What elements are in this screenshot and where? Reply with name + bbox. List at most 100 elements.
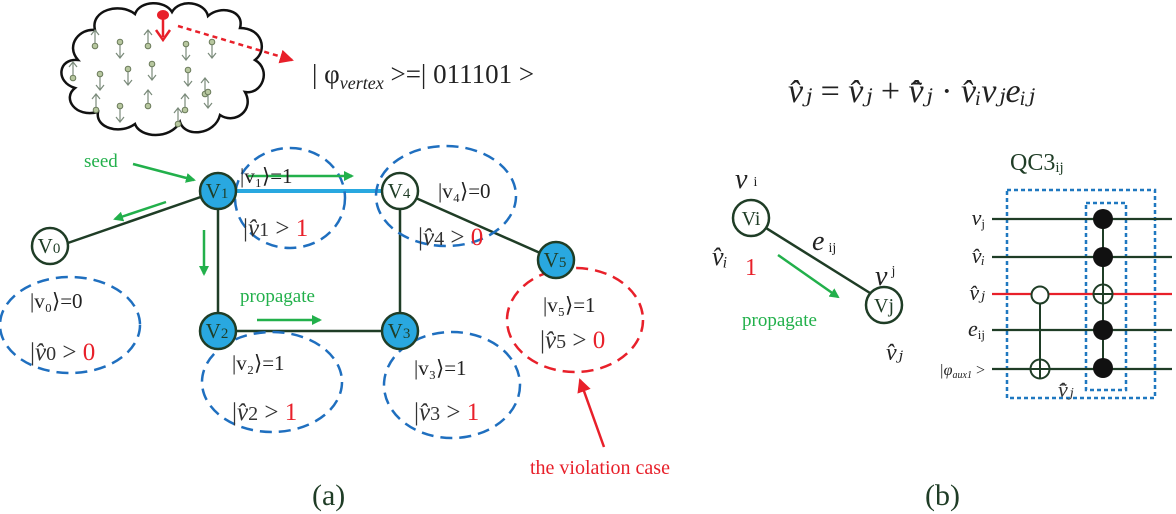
panel-b: v̂ⱼ = v̂ⱼ + v̂̄ⱼ · v̂ᵢvⱼeᵢⱼ propagate Vi…: [712, 73, 1172, 512]
edge-v4-v5: [399, 189, 557, 262]
state-ellipse-v0: [0, 275, 142, 375]
edge-vi-vj: [749, 216, 887, 305]
spin-up-icon: [91, 93, 101, 114]
wire-label: v̂ᵢ: [972, 243, 985, 268]
propagate-label: propagate: [240, 286, 315, 307]
spin-down-icon: [183, 66, 193, 87]
wire-label: vj: [972, 205, 985, 231]
ket-value: |v₁⟩=1: [240, 164, 293, 188]
wire-3: eij: [968, 316, 1172, 342]
spin-down-icon: [115, 102, 125, 123]
spin-up-icon: [173, 107, 183, 128]
ket-value: |v₂⟩=1: [232, 351, 285, 375]
mcx-control-eij: [1093, 320, 1113, 340]
panel-a: | φvertex >=| 011101 > s: [0, 2, 670, 512]
wire-label: |φaux1 >: [939, 362, 985, 381]
wire-1: v̂ᵢ: [972, 243, 1172, 268]
update-rule: v̂ⱼ = v̂ⱼ + v̂̄ⱼ · v̂ᵢvⱼeᵢⱼ: [788, 73, 1035, 110]
state-v2: |v₂⟩=1 |v̂2 > 1: [232, 351, 297, 426]
spin-arrows: [68, 29, 217, 128]
spin-up-icon: [200, 77, 210, 98]
wire-label: v̂ⱼ: [969, 280, 985, 305]
ket-value: |v₃⟩=1: [414, 356, 467, 380]
node-v0: V0: [30, 226, 70, 266]
svg-text:Vi: Vi: [742, 208, 761, 230]
spin-down-icon: [95, 70, 105, 91]
violation-arrow: [577, 378, 606, 448]
node-v4: V4: [380, 171, 420, 211]
state-ellipse-v4: [374, 144, 518, 248]
state-v1: |v₁⟩=1 |v̂1 > 1: [240, 164, 308, 242]
propagate-label-b: propagate: [742, 310, 817, 331]
hat-state: |v̂0 > 0: [30, 339, 95, 366]
state-v3: |v₃⟩=1 |v̂3 > 1: [414, 356, 479, 426]
mcx-control-aux: [1093, 358, 1113, 378]
wire-2: v̂ⱼ: [969, 280, 1172, 305]
ket-value: |v₀⟩=0: [30, 289, 83, 313]
spin-down-icon: [123, 65, 133, 86]
vi-hat-label: v̂ᵢ: [712, 242, 728, 271]
mcx-control-vj: [1093, 209, 1113, 229]
hat-state: |v̂4 > 0: [418, 224, 483, 251]
state-ellipse-v5: [505, 266, 645, 374]
state-ellipse-v3: [382, 330, 522, 440]
measurement-dashed-arrow: [177, 24, 294, 64]
mcx-control-vi-hat: [1093, 247, 1113, 267]
spin-down-icon: [115, 38, 125, 59]
hat-state: |v̂2 > 1: [232, 399, 297, 426]
seed-arrow: [132, 162, 196, 183]
hat-state: |v̂5 > 0: [540, 327, 605, 354]
node-vj: Vj: [864, 285, 904, 325]
spin-down-icon: [181, 40, 191, 61]
node-label: V3: [388, 319, 411, 343]
vi-hat-value: 1: [745, 255, 757, 281]
state-ellipse-v2: [200, 330, 344, 434]
hat-state: |v̂1 > 1: [243, 215, 308, 242]
seed-label: seed: [84, 151, 118, 172]
node-label: V4: [388, 179, 411, 203]
spin-cloud: [60, 2, 294, 137]
hat-state: |v̂3 > 1: [414, 399, 479, 426]
spin-up-icon: [68, 61, 78, 82]
circuit-inner-box: [1084, 201, 1128, 392]
spin-up-icon: [90, 29, 100, 50]
spin-up-icon: [143, 89, 153, 110]
node-label: V5: [544, 248, 567, 272]
mcx-target-vj-hat: [1092, 283, 1114, 305]
wire-4: |φaux1 >: [939, 362, 1172, 381]
cnot1-open-control: [1030, 285, 1050, 305]
circuit-title: QC3ij: [1010, 150, 1064, 176]
svg-text:Vj: Vj: [874, 295, 894, 317]
wire-label: eij: [968, 316, 985, 342]
state-labels: |v₀⟩=0 |v̂0 > 0 |v₁⟩=1 |v̂1 > 1 |v₂⟩=1 |v̂2 >…: [30, 164, 605, 426]
panel-a-label: (a): [312, 479, 345, 512]
node-label: V0: [38, 234, 61, 258]
panel-b-label: (b): [925, 479, 960, 512]
state-ellipse-v1: [233, 146, 347, 250]
node-vi: Vi: [731, 198, 771, 238]
state-v0: |v₀⟩=0 |v̂0 > 0: [30, 289, 95, 366]
state-v4: |v₄⟩=0|v̂4 > 0: [418, 179, 491, 251]
node-v3: V3: [380, 311, 420, 351]
aux-output-label: v̂̄ⱼ: [1058, 377, 1074, 402]
node-label: V1: [206, 179, 229, 203]
cnot1-target: [1029, 358, 1051, 380]
spin-up-icon: [180, 93, 190, 114]
edge-v1-v0: [61, 189, 219, 247]
graph-edges: [61, 189, 557, 333]
measured-spin-head: [157, 10, 169, 20]
state-ellipses: [0, 144, 645, 440]
quantum-circuit: QC3ij vjv̂ᵢv̂ⱼeij|φaux1 > v̂̄: [939, 150, 1172, 402]
arrow-to-v0: [113, 200, 167, 222]
state-v5: |v₅⟩=1|v̂5 > 0: [540, 293, 605, 354]
spin-down-icon: [147, 60, 157, 81]
vertex-state-formula: | φvertex >=| 011101 >: [312, 59, 534, 93]
circuit-wires: vj v̂ᵢ v̂ⱼ eij |φaux1 >: [939, 205, 1172, 381]
spin-down-icon: [207, 38, 217, 59]
violation-label: the violation case: [530, 457, 670, 479]
